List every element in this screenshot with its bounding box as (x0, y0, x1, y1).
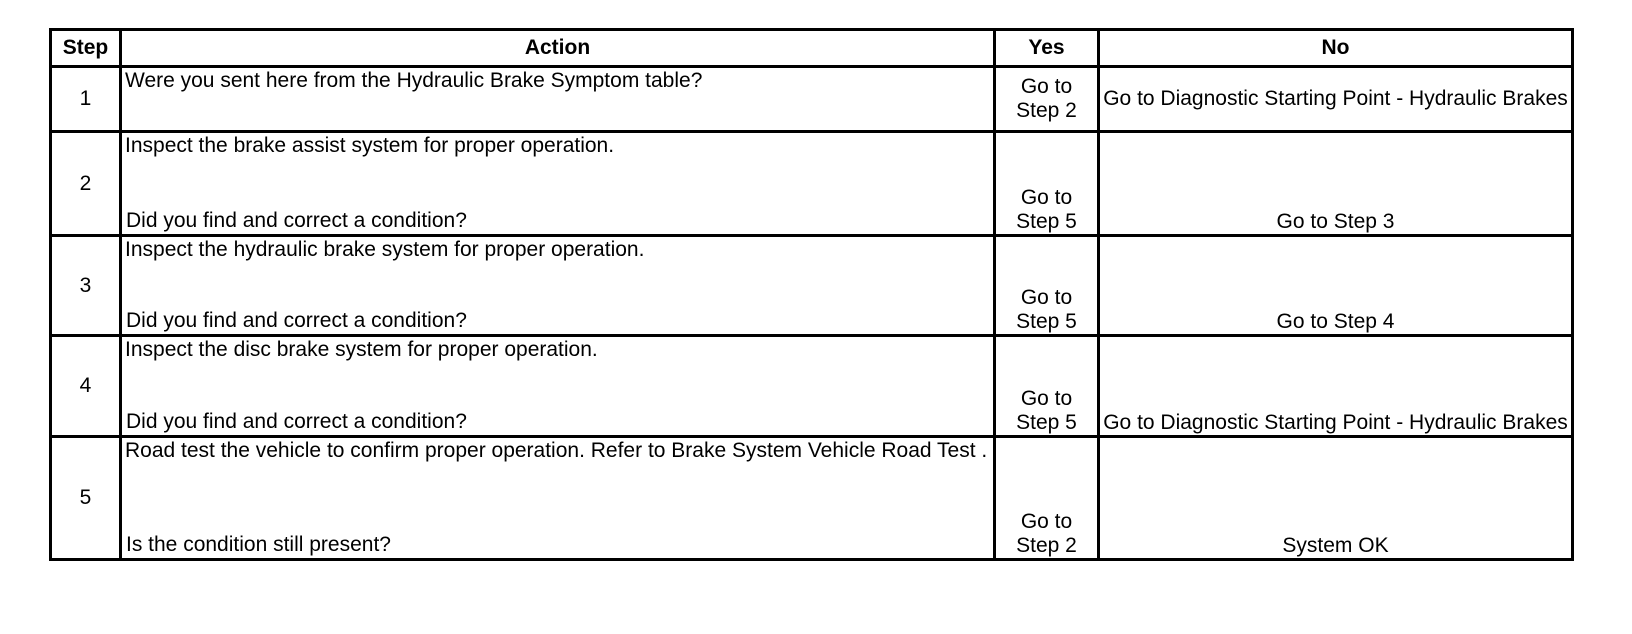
action-cell: Road test the vehicle to confirm proper … (119, 435, 996, 561)
action-cell: Inspect the brake assist system for prop… (119, 130, 996, 237)
no-result: Go to Step 4 (1097, 234, 1574, 337)
table-row: 2 Inspect the brake assist system for pr… (49, 130, 1574, 237)
table-row: 4 Inspect the disc brake system for prop… (49, 334, 1574, 438)
yes-result: Go to Step 2 (993, 65, 1100, 133)
yes-result: Go to Step 5 (993, 334, 1100, 438)
header-yes: Yes (993, 28, 1100, 68)
yes-result: Go to Step 5 (993, 234, 1100, 337)
action-instruction: Road test the vehicle to confirm proper … (125, 439, 988, 462)
header-action: Action (119, 28, 996, 68)
yes-result: Go to Step 5 (993, 130, 1100, 237)
step-number: 5 (49, 435, 122, 561)
action-cell: Were you sent here from the Hydraulic Br… (119, 65, 996, 133)
action-question: Did you find and correct a condition? (126, 410, 467, 433)
table-row: 5 Road test the vehicle to confirm prope… (49, 435, 1574, 561)
yes-result: Go to Step 2 (993, 435, 1100, 561)
step-number: 3 (49, 234, 122, 337)
table-row: 1 Were you sent here from the Hydraulic … (49, 65, 1574, 133)
action-cell: Inspect the disc brake system for proper… (119, 334, 996, 438)
action-instruction: Inspect the hydraulic brake system for p… (125, 238, 645, 261)
header-row: Step Action Yes No (49, 28, 1574, 68)
action-instruction: Inspect the brake assist system for prop… (125, 134, 615, 157)
step-number: 4 (49, 334, 122, 438)
diagnostic-table: Step Action Yes No 1 Were you sent here … (49, 28, 1574, 561)
step-number: 2 (49, 130, 122, 237)
no-result: Go to Diagnostic Starting Point - Hydrau… (1097, 334, 1574, 438)
header-step: Step (49, 28, 122, 68)
header-no: No (1097, 28, 1574, 68)
action-instruction: Were you sent here from the Hydraulic Br… (125, 69, 703, 92)
table-row: 3 Inspect the hydraulic brake system for… (49, 234, 1574, 337)
action-instruction: Inspect the disc brake system for proper… (125, 338, 598, 361)
action-question: Is the condition still present? (126, 533, 391, 556)
action-question: Did you find and correct a condition? (126, 309, 467, 332)
action-cell: Inspect the hydraulic brake system for p… (119, 234, 996, 337)
no-result: Go to Diagnostic Starting Point - Hydrau… (1097, 65, 1574, 133)
no-result: System OK (1097, 435, 1574, 561)
action-question: Did you find and correct a condition? (126, 209, 467, 232)
step-number: 1 (49, 65, 122, 133)
no-result: Go to Step 3 (1097, 130, 1574, 237)
